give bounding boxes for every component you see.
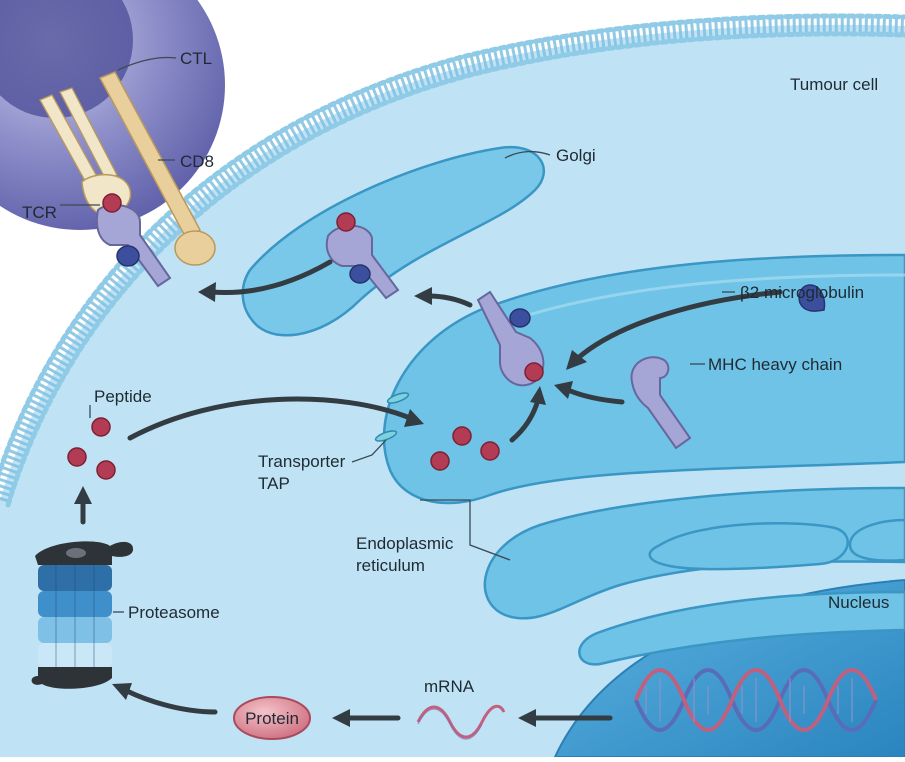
membrane-inner-leaflet [5,31,905,508]
label-beta2-microglobulin: β2 microglobulin [740,283,864,302]
tap-subunit-lower [374,430,398,442]
label-protein: Protein [245,709,299,728]
arrow-golgi-to-surface [209,259,333,295]
label-proteasome: Proteasome [128,603,220,622]
protein-blob [233,696,311,740]
membrane-outer-leaflet [0,13,905,479]
label-tumour-cell: Tumour cell [790,75,878,94]
label-golgi: Golgi [556,146,596,165]
arrow-peptides-to-mhc [509,397,541,443]
process-arrows [74,259,783,727]
golgi-mhc-complex [325,212,400,300]
proteasome-complex [31,541,134,689]
mrna-strand-shadow [417,708,483,740]
tap-subunit-upper [386,392,410,404]
er-tubule [648,522,849,571]
golgi-apparatus [241,145,546,337]
beta2-microglobulin-molecule [798,284,826,312]
ctl-nucleus [0,0,133,118]
plasma-membrane [0,14,905,503]
mhc-heavy-chain [630,356,692,450]
er-lower-strip [578,590,905,666]
dna-helix [634,668,878,732]
er-peptides [430,426,500,471]
arrow-heavy-chain-to-er-mhc [565,387,625,405]
label-transporter: Transporter [258,452,346,471]
er-inner-lumen-edge [494,273,905,328]
label-peptide: Peptide [94,387,152,406]
label-tap: TAP [258,474,290,493]
label-mrna: mRNA [424,677,475,696]
tap-transporter [374,392,410,442]
leader-lines [60,56,735,613]
label-cd8: CD8 [180,152,214,171]
arrow-beta2-to-er-mhc [575,289,783,361]
surface-mhc-complex [95,193,172,288]
label-tcr: TCR [22,203,57,222]
label-mhc-heavy-chain: MHC heavy chain [708,355,842,374]
arrow-protein-to-proteasome [122,687,218,715]
cd8-coreceptor [98,71,216,266]
label-nucleus: Nucleus [828,593,889,612]
arrow-cytosol-to-er [127,396,413,441]
mrna-strand [416,704,506,739]
label-ctl: CTL [180,49,212,68]
er-mhc-complex [476,290,545,387]
label-endoplasmic: Endoplasmic [356,534,454,553]
er-tubule-right [848,518,905,562]
label-reticulum: reticulum [356,556,425,575]
cytosolic-peptides [67,417,116,480]
